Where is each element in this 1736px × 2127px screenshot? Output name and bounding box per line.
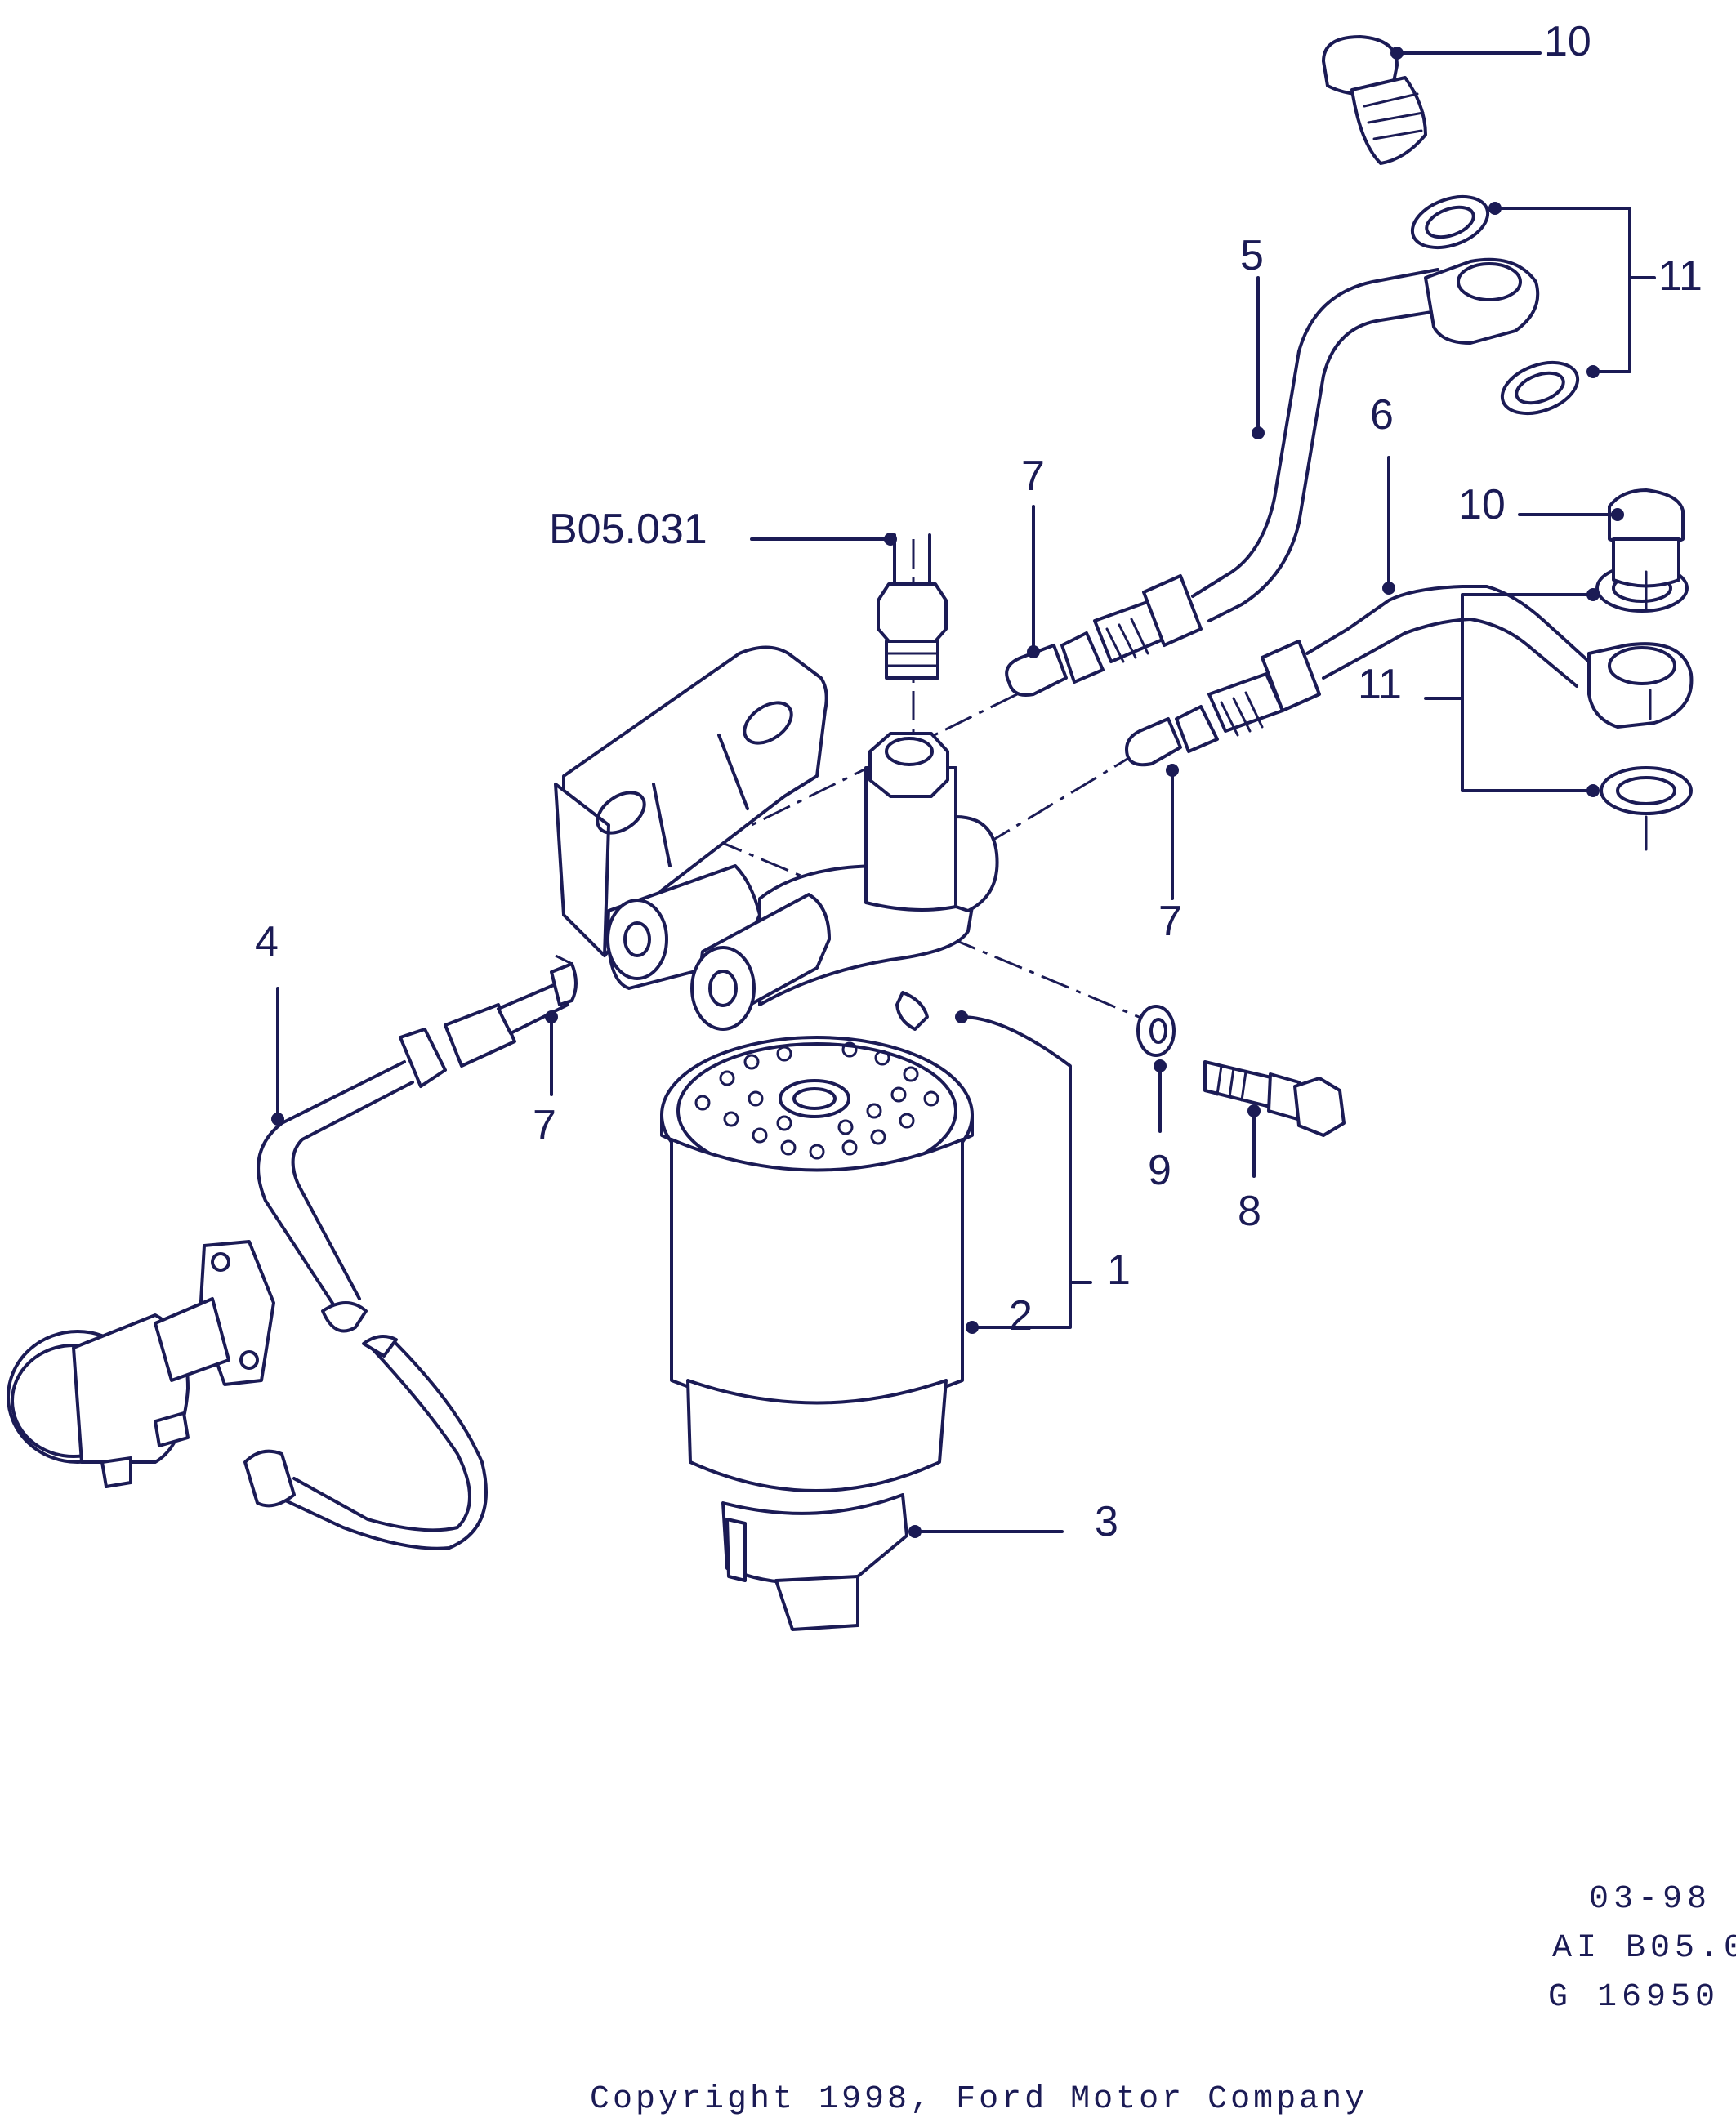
fuel-pump [7,1240,296,1508]
drawing-date: 03-98 [1589,1881,1711,1918]
banjo-fitting-upper [1322,35,1580,416]
filter-element [660,1036,974,1492]
illustration-number: AI B05.01 [1552,1930,1736,1967]
callout-11-mid: 11 [1358,661,1402,708]
fuel-line-5 [1005,268,1444,697]
fuel-line-4 [257,962,578,1550]
callout-5: 5 [1240,232,1264,279]
callout-6: 6 [1370,391,1394,439]
callout-labels: 10 11 5 6 10 11 7 7 B05.031 4 7 1 2 9 8 … [255,18,1703,1545]
copyright-notice: Copyright 1998, Ford Motor Company [590,2081,1368,2118]
banjo-fitting-lower [1587,488,1694,851]
callout-1: 1 [1107,1246,1131,1294]
group-number: G 16950 0 [1548,1979,1736,2016]
callout-9: 9 [1148,1147,1171,1194]
washer-and-bolt [1136,1005,1346,1137]
callout-2: 2 [1009,1292,1033,1340]
callout-7-right: 7 [1158,898,1182,945]
callout-11-top: 11 [1658,252,1703,300]
callout-3: 3 [1095,1498,1118,1545]
inlet-pipe-b05031 [877,533,948,680]
fuel-line-6 [1125,585,1591,767]
callout-4: 4 [255,918,279,965]
filter-head [606,732,999,1031]
leader-lines [276,51,1656,1533]
callout-ref-b05031: B05.031 [549,506,707,553]
mounting-bracket [554,645,828,957]
drawing-metadata: 03-98 AI B05.01 G 16950 0 Copyright 1998… [590,1881,1736,2118]
callout-7-upper: 7 [1021,453,1045,500]
callout-10-top: 10 [1544,18,1591,65]
drain-plug [721,1493,908,1631]
callout-8: 8 [1238,1188,1261,1235]
callout-10-mid: 10 [1458,481,1506,528]
filter-perforations [694,1041,939,1160]
callout-7-left: 7 [533,1102,556,1149]
callout-dots [271,47,1624,1538]
